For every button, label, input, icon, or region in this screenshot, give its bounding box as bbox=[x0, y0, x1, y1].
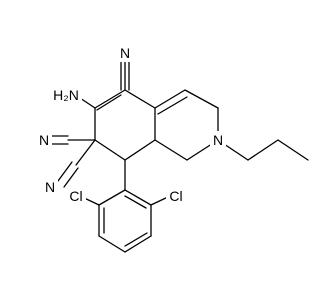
bond bbox=[184, 89, 219, 109]
atom-label-nitrile-top: N bbox=[120, 45, 130, 61]
bond bbox=[75, 139, 96, 166]
bond bbox=[154, 139, 188, 161]
atom-label-chloro-left: Cl bbox=[69, 188, 82, 204]
bond bbox=[154, 89, 186, 109]
bond bbox=[96, 94, 122, 111]
atom-labels: N H₂N N N N Cl Cl bbox=[36, 44, 226, 205]
atom-label-chloro-right: Cl bbox=[169, 188, 182, 204]
bond bbox=[98, 189, 126, 206]
atom-label-amino: H₂N bbox=[53, 87, 79, 103]
bond bbox=[63, 167, 79, 188]
bond bbox=[98, 235, 126, 253]
bond bbox=[124, 139, 156, 161]
bond bbox=[124, 189, 152, 206]
atom-label-nitrile-left-upper: N bbox=[39, 132, 49, 148]
bond bbox=[124, 235, 152, 253]
bond bbox=[124, 89, 156, 109]
bonds bbox=[49, 59, 309, 253]
bond bbox=[79, 97, 96, 109]
bond bbox=[94, 89, 126, 109]
bond bbox=[94, 139, 126, 161]
bond bbox=[157, 96, 188, 115]
atom-label-ring-nitrogen: N bbox=[213, 132, 223, 148]
bond bbox=[57, 161, 73, 182]
bond bbox=[247, 139, 279, 161]
bond bbox=[277, 139, 309, 161]
bond bbox=[124, 195, 147, 209]
atom-label-nitrile-left-lower: N bbox=[45, 179, 55, 195]
bond bbox=[124, 232, 148, 247]
